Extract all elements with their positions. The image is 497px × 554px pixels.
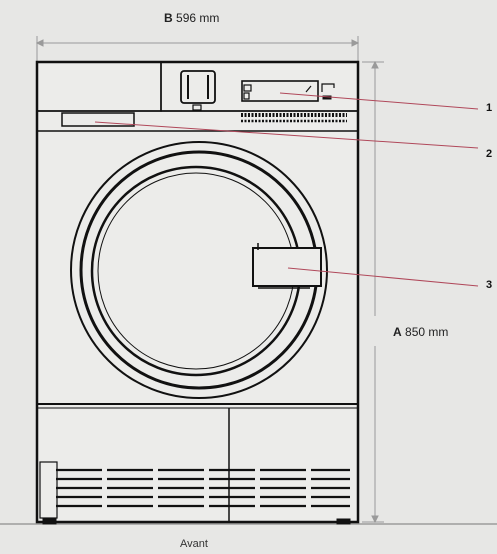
water-container-drawer [61, 112, 135, 127]
callout-2: 2 [486, 148, 493, 160]
button-row [241, 113, 347, 123]
dryer-body [35, 60, 360, 525]
callout-lines [94, 92, 479, 287]
width-dimension-line [35, 36, 360, 62]
width-dimension-letter: B [164, 11, 173, 25]
door-outer-ring [70, 141, 328, 399]
height-dimension-letter: A [393, 325, 402, 339]
callout-line-2 [94, 121, 479, 149]
height-dimension-line [362, 60, 384, 524]
door-handle [252, 247, 322, 287]
foot-left [42, 518, 57, 525]
height-dimension-value: 850 mm [405, 325, 449, 339]
program-knob [180, 70, 216, 104]
vent-grille [56, 468, 350, 508]
width-dimension-value: 596 mm [176, 11, 220, 25]
height-dimension-label: A 850 mm [393, 325, 448, 339]
foot-right [336, 518, 351, 525]
display [241, 80, 319, 102]
width-dimension-label: B 596 mm [164, 11, 219, 25]
callout-3: 3 [486, 279, 493, 291]
front-caption: Avant [180, 538, 208, 550]
callout-line-3 [287, 267, 479, 287]
callout-line-1 [279, 92, 479, 110]
callout-1: 1 [486, 102, 493, 114]
